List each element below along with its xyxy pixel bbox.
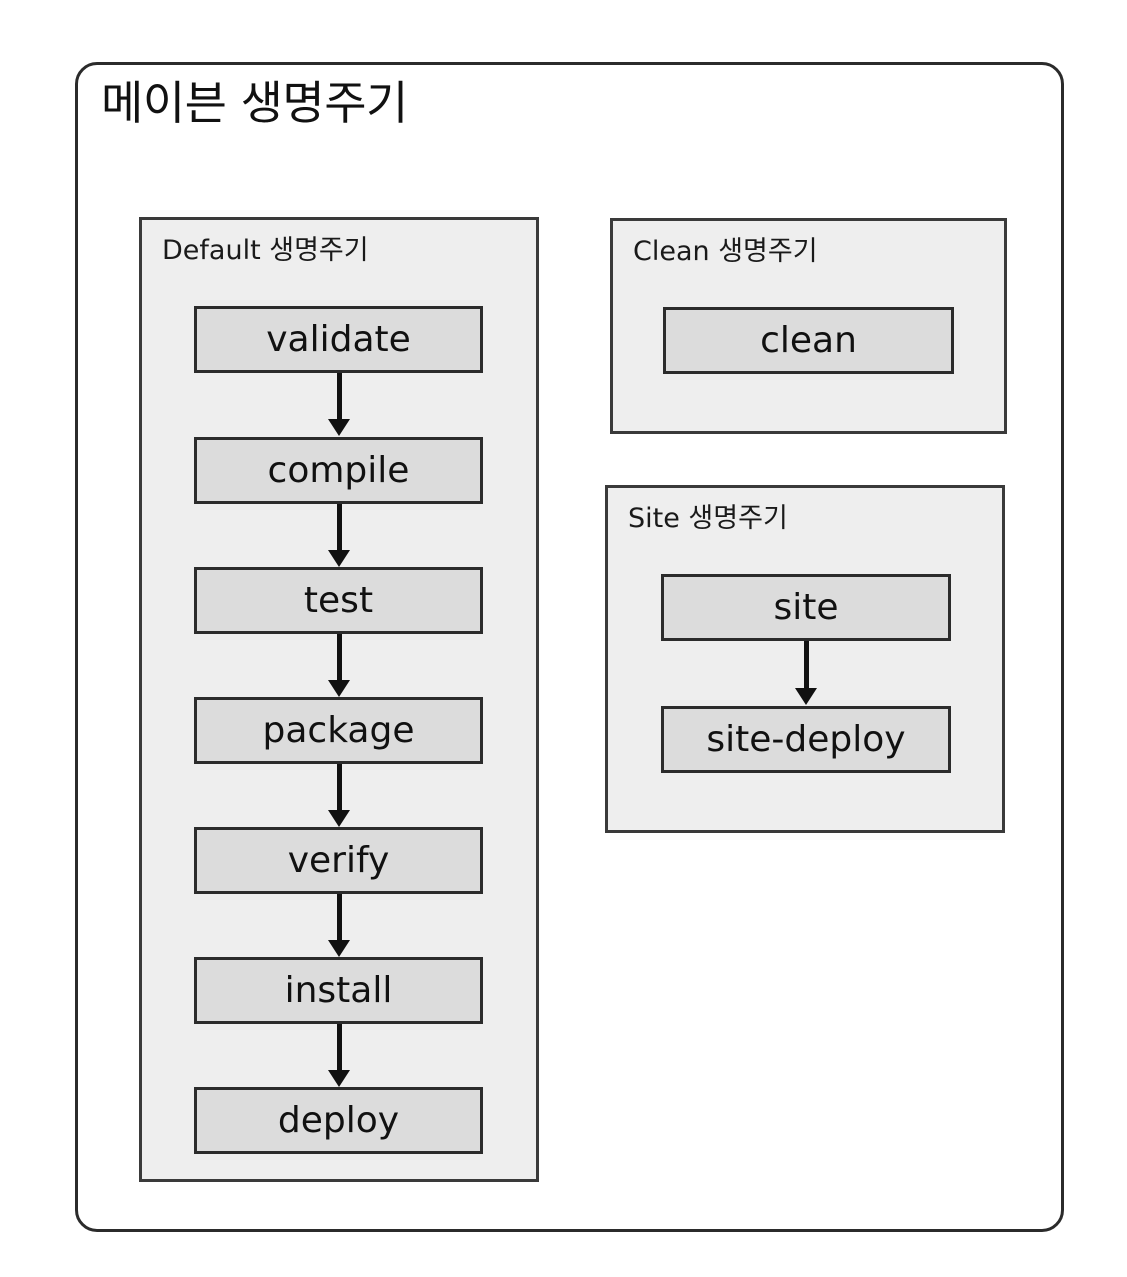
arrow-head-icon (795, 688, 817, 705)
group-clean-lifecycle: Clean 생명주기 clean (610, 218, 1007, 434)
arrow-shaft (337, 373, 342, 421)
arrow-shaft (337, 634, 342, 682)
phase-box-install[interactable]: install (194, 957, 483, 1024)
arrow-shaft (337, 504, 342, 552)
phase-box-site[interactable]: site (661, 574, 951, 641)
arrow-head-icon (328, 550, 350, 567)
arrow-shaft (337, 764, 342, 812)
group-site-lifecycle: Site 생명주기 site site-deploy (605, 485, 1005, 833)
phase-box-site-deploy[interactable]: site-deploy (661, 706, 951, 773)
page-title: 메이븐 생명주기 (101, 76, 408, 130)
arrow-verify-to-install (324, 894, 354, 958)
arrow-compile-to-test (324, 504, 354, 568)
arrow-install-to-deploy (324, 1024, 354, 1088)
phase-box-verify[interactable]: verify (194, 827, 483, 894)
phase-box-deploy[interactable]: deploy (194, 1087, 483, 1154)
arrow-head-icon (328, 940, 350, 957)
arrow-validate-to-compile (324, 373, 354, 437)
group-default-lifecycle: Default 생명주기 validate compile test packa… (139, 217, 539, 1182)
phase-box-validate[interactable]: validate (194, 306, 483, 373)
arrow-head-icon (328, 1070, 350, 1087)
group-label-default: Default 생명주기 (162, 235, 369, 266)
arrow-shaft (337, 894, 342, 942)
arrow-shaft (804, 641, 809, 690)
arrow-package-to-verify (324, 764, 354, 828)
phase-box-compile[interactable]: compile (194, 437, 483, 504)
phase-box-test[interactable]: test (194, 567, 483, 634)
arrow-head-icon (328, 419, 350, 436)
arrow-shaft (337, 1024, 342, 1072)
arrow-head-icon (328, 680, 350, 697)
arrow-head-icon (328, 810, 350, 827)
arrow-test-to-package (324, 634, 354, 698)
arrow-site-to-site-deploy (791, 641, 821, 706)
group-label-clean: Clean 생명주기 (633, 236, 818, 267)
group-label-site: Site 생명주기 (628, 503, 788, 534)
phase-box-clean[interactable]: clean (663, 307, 954, 374)
phase-box-package[interactable]: package (194, 697, 483, 764)
